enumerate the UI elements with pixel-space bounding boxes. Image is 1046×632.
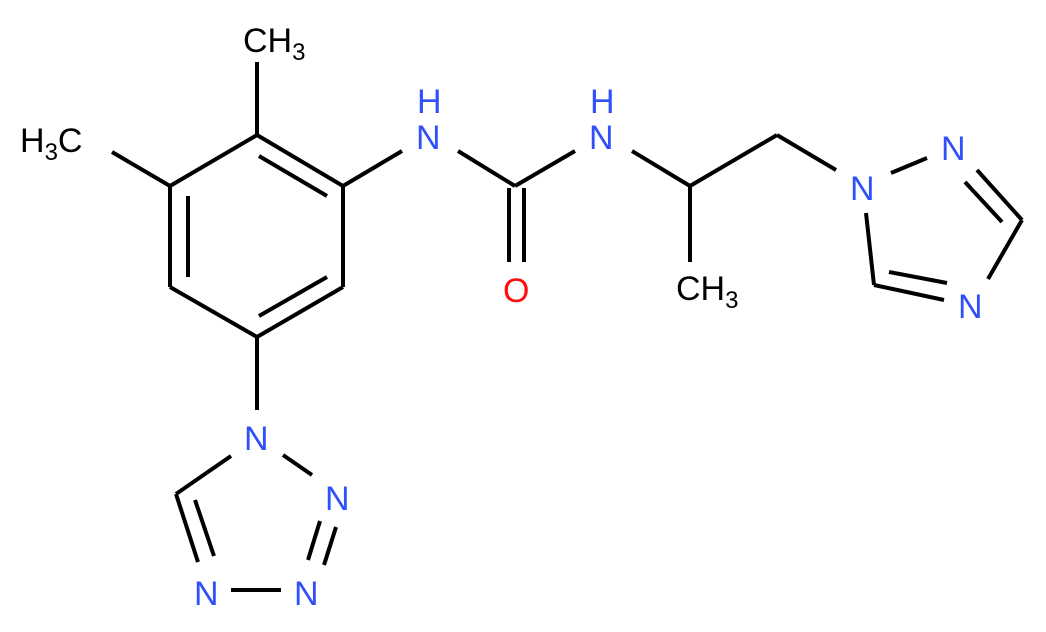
benzene-ring — [168, 133, 345, 339]
ch-ch2-bond — [688, 133, 779, 188]
triazole-n4: N — [958, 288, 983, 326]
nh-ch-bond — [630, 149, 692, 188]
nh-left-h: H — [417, 83, 442, 121]
methyl-left-bond — [110, 150, 172, 188]
triazole-n2: N — [941, 130, 966, 168]
nh-carbonyl-bond — [456, 149, 517, 188]
aryl-nh-bond — [341, 149, 404, 188]
triazole-ring: N N N — [850, 130, 1024, 326]
nh-right-n: N — [589, 119, 614, 157]
nh-left-n: N — [416, 119, 441, 157]
nh-right-h: H — [590, 83, 615, 121]
ch2-triazole-bond — [775, 133, 838, 172]
tetrazole-n2: N — [325, 480, 350, 518]
triazole-n1: N — [850, 170, 875, 208]
tetrazole-n1: N — [244, 420, 269, 458]
carbonyl-nh-bond — [513, 149, 577, 188]
methyl-top-label: CH3 — [243, 22, 305, 66]
methyl-left-label: H3C — [20, 122, 82, 166]
methyl-chain-label: CH3 — [676, 270, 738, 314]
tetrazole-ring: N N N N — [174, 420, 350, 613]
tetrazole-n3: N — [294, 575, 319, 613]
tetrazole-n4: N — [194, 575, 219, 613]
carbonyl-oxygen: O — [503, 272, 529, 310]
